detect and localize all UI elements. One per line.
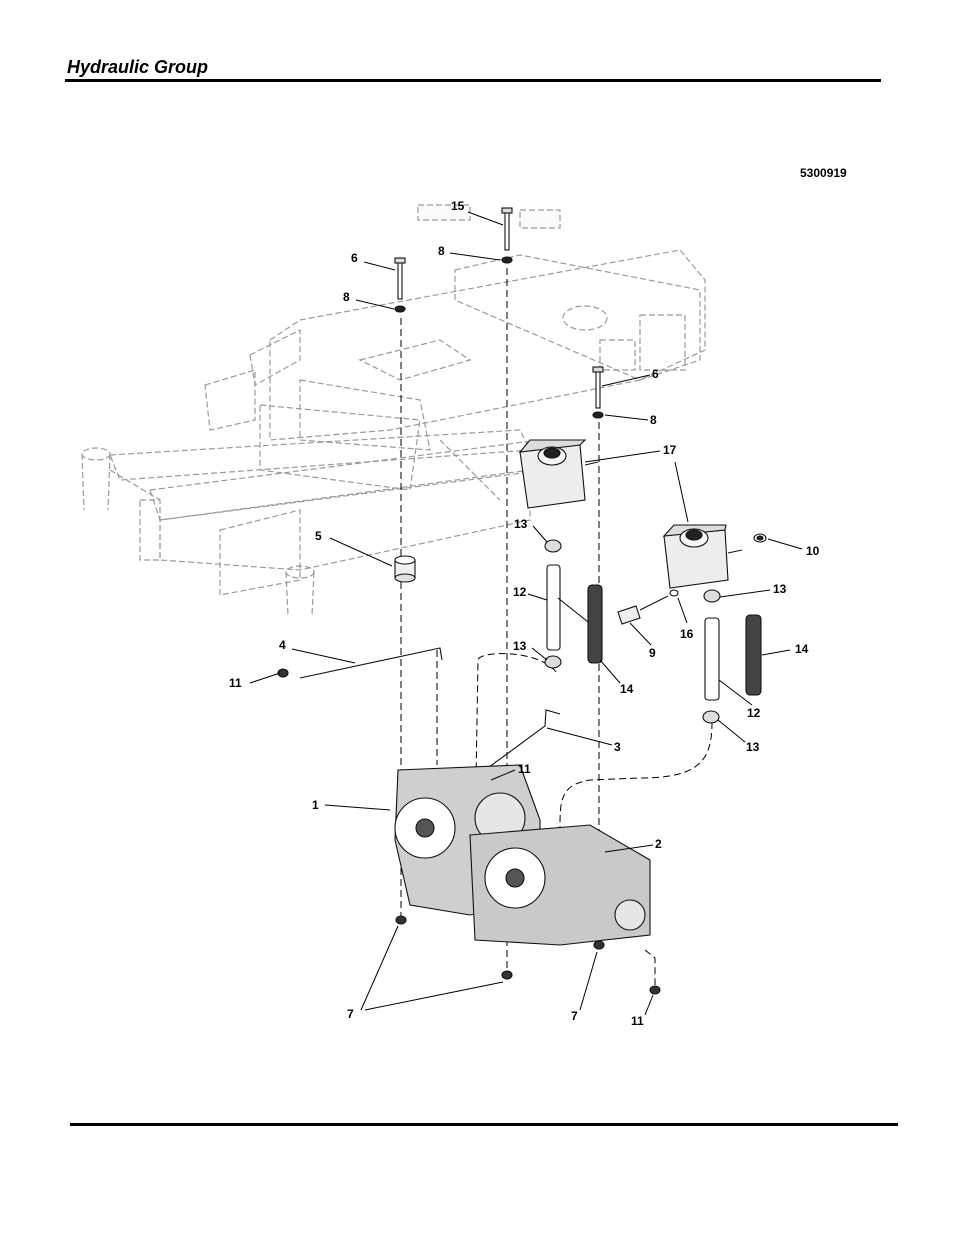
plug-11 bbox=[649, 985, 661, 995]
header-rule bbox=[65, 79, 881, 82]
callout-17: 17 bbox=[663, 443, 677, 457]
callout-4: 4 bbox=[279, 638, 286, 652]
callout-14: 14 bbox=[620, 682, 634, 696]
callout-15: 15 bbox=[451, 199, 465, 213]
fitting-9 bbox=[617, 595, 669, 625]
cap-10 bbox=[753, 533, 767, 543]
callout-8: 8 bbox=[650, 413, 657, 427]
page-title: Hydraulic Group bbox=[67, 57, 209, 77]
callout-11: 11 bbox=[631, 1014, 644, 1028]
footer-rule bbox=[70, 1123, 898, 1126]
callout-8: 8 bbox=[343, 290, 350, 304]
callout-13: 13 bbox=[514, 517, 528, 531]
callout-7: 7 bbox=[347, 1007, 354, 1021]
tube-4 bbox=[277, 647, 443, 679]
callout-13: 13 bbox=[746, 740, 760, 754]
callout-9: 9 bbox=[649, 646, 656, 660]
callout-10: 10 bbox=[806, 544, 820, 558]
bolt-6 bbox=[394, 257, 604, 409]
washer-8 bbox=[394, 256, 604, 419]
callout-2: 2 bbox=[655, 837, 662, 851]
chassis-frame bbox=[81, 204, 706, 616]
callout-13: 13 bbox=[513, 639, 527, 653]
leader-lines bbox=[249, 211, 803, 1016]
callout-5: 5 bbox=[315, 529, 322, 543]
callout-3: 3 bbox=[614, 740, 621, 754]
bolt-15 bbox=[501, 207, 513, 251]
callout-12: 12 bbox=[513, 585, 527, 599]
callout-8: 8 bbox=[438, 244, 445, 258]
callout-11: 11 bbox=[518, 762, 531, 776]
callout-11: 11 bbox=[229, 676, 242, 690]
reservoir-2 bbox=[662, 524, 743, 589]
callout-12: 12 bbox=[747, 706, 761, 720]
callout-1: 1 bbox=[312, 798, 319, 812]
transaxle-2 bbox=[469, 824, 651, 946]
drawing-number: 5300919 bbox=[800, 166, 847, 180]
clamp-13 bbox=[544, 539, 721, 724]
callout-6: 6 bbox=[351, 251, 358, 265]
callout-14: 14 bbox=[795, 642, 809, 656]
callout-6: 6 bbox=[652, 367, 659, 381]
callout-16: 16 bbox=[680, 627, 694, 641]
reservoir-17 bbox=[518, 439, 599, 509]
nut-7 bbox=[395, 915, 605, 980]
callouts: 15 8 6 8 6 8 17 10 13 5 12 13 16 9 14 13… bbox=[229, 199, 820, 1028]
oring-16 bbox=[669, 589, 679, 597]
callout-13: 13 bbox=[773, 582, 787, 596]
hose-12 bbox=[546, 564, 720, 701]
bushing-5 bbox=[394, 555, 416, 583]
spring-guard-14 bbox=[587, 584, 762, 696]
callout-7: 7 bbox=[571, 1009, 578, 1023]
